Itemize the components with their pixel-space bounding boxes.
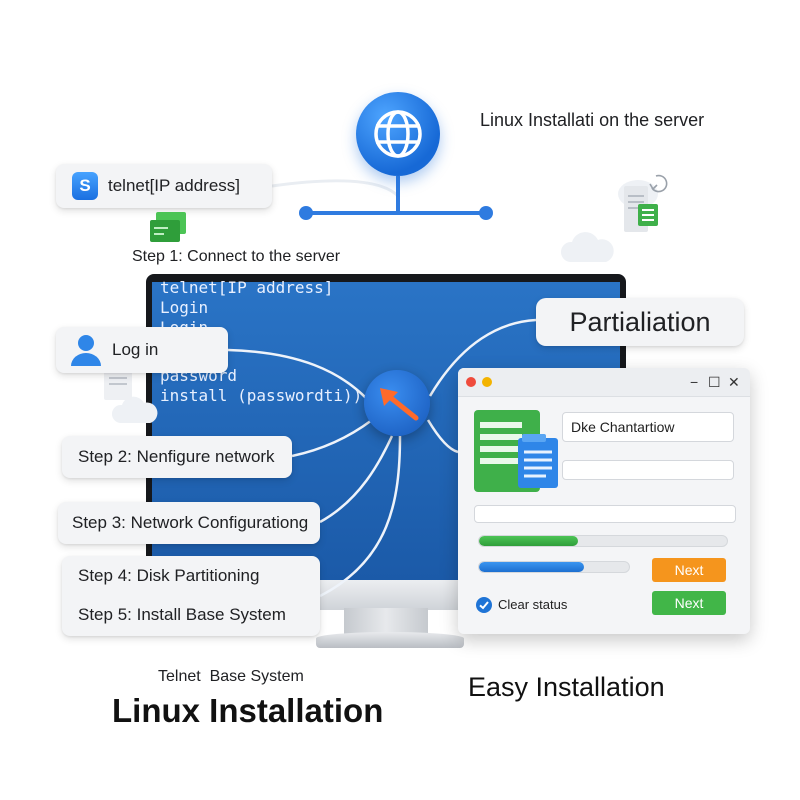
globe-glyph <box>374 110 422 158</box>
footer-subtitle: Telnet Base System <box>158 668 304 685</box>
step2-pill: Step 2: Nenfigure network <box>62 436 292 478</box>
check-circle-icon <box>476 597 492 613</box>
name-field[interactable]: Dke Chantartiow <box>562 412 734 442</box>
step4-label: Step 4: Disk Partitioning <box>78 566 260 585</box>
step2-label: Step 2: Nenfigure network <box>78 447 275 466</box>
hub-node <box>364 370 430 436</box>
step3-label: Step 3: Network Configurationg <box>72 513 309 532</box>
document-icon <box>104 368 132 400</box>
login-pill: Log in <box>56 327 228 373</box>
text-field[interactable] <box>474 505 736 523</box>
telnet-label: telnet[IP address] <box>108 176 240 195</box>
terminal-line: telnet[IP address] <box>160 278 334 297</box>
login-label: Log in <box>112 340 159 359</box>
dialog-titlebar: − ☐ ✕ <box>458 368 750 397</box>
next-button[interactable]: Next <box>652 591 726 615</box>
footer-right-title: Easy Installation <box>468 672 665 702</box>
terminal-line: install (passwordti)) <box>160 386 363 405</box>
minimize-icon[interactable]: − <box>690 374 699 390</box>
server-caption: Linux Installati on the server <box>480 110 705 130</box>
monitor-base <box>316 632 464 648</box>
document-icon <box>474 410 558 492</box>
step45-pill: Step 4: Disk Partitioning Step 5: Instal… <box>62 556 320 636</box>
step3-pill: Step 3: Network Configurationg <box>58 502 320 544</box>
step5-label: Step 5: Install Base System <box>78 605 286 624</box>
text-field[interactable] <box>562 460 734 480</box>
close-dot[interactable] <box>466 377 476 387</box>
progress-bar-blue <box>478 561 630 573</box>
maximize-icon[interactable]: ☐ <box>708 374 721 390</box>
document-icon <box>618 174 668 232</box>
partition-pill: Partialiation <box>536 298 744 346</box>
user-icon <box>71 335 101 366</box>
arrow-cursor-icon <box>380 388 419 421</box>
terminal-card-icon <box>150 212 186 242</box>
footer-title: Linux Installation <box>112 692 384 729</box>
partition-label: Partialiation <box>569 306 711 337</box>
installer-dialog: − ☐ ✕ Dke Chantartiow Next Next Clear st… <box>458 368 750 634</box>
progress-bar-green <box>478 535 728 547</box>
minimize-dot[interactable] <box>482 377 492 387</box>
step1-label: Step 1: Connect to the server <box>132 248 341 265</box>
progress-fill <box>479 536 579 546</box>
globe-icon <box>356 92 440 176</box>
cloud-icon <box>560 232 614 262</box>
s-app-icon: S <box>72 172 98 200</box>
next-button[interactable]: Next <box>652 558 726 582</box>
status-label: Clear status <box>498 597 568 612</box>
cloud-icon <box>112 396 158 423</box>
close-icon[interactable]: ✕ <box>728 374 740 390</box>
terminal-line: Login <box>160 298 209 317</box>
progress-fill <box>479 562 584 572</box>
telnet-pill: S telnet[IP address] <box>56 164 272 208</box>
